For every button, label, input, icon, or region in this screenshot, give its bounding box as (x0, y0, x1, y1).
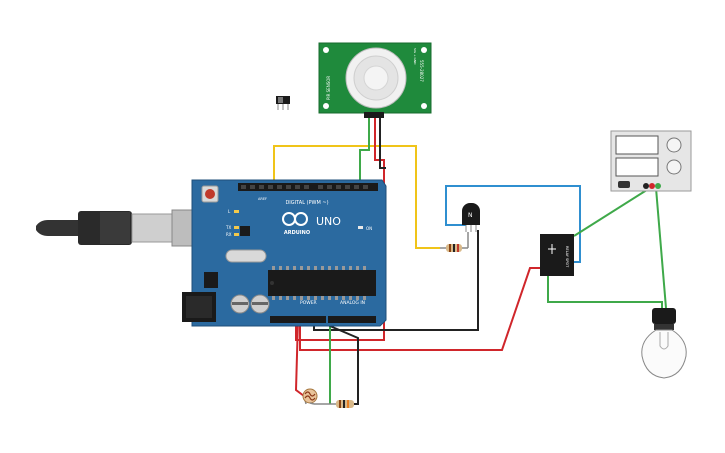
usb-cable-tail (36, 220, 80, 236)
pir-label-right2: SIG + GND (413, 48, 417, 65)
supply-display-1 (615, 135, 659, 155)
led-label-l: L (228, 209, 231, 214)
wire-green-relay-lamp (547, 276, 663, 308)
atmega-chip (268, 270, 376, 296)
relay[interactable]: RELAY SPDT (540, 234, 574, 276)
arduino-model: UNO (316, 215, 341, 228)
voltage-regulator (204, 272, 218, 288)
supply-knob-2[interactable] (666, 159, 682, 175)
supply-terminal-black (643, 183, 649, 189)
wire-red-relay-vcc (299, 267, 542, 351)
wire-yellow-d12 (273, 145, 440, 249)
digital-header-pins (241, 185, 368, 189)
usb-cable-grip (100, 212, 130, 244)
photoresistor[interactable] (302, 388, 336, 405)
usb-plug-metal (131, 213, 173, 243)
aref-label: AREF (258, 197, 267, 201)
wire-green-pir-signal (359, 118, 370, 184)
pir-sensor[interactable]: PIR SENSOR 555-28027 SIG + GND (318, 42, 432, 118)
wire-blue-relay-coil (445, 185, 581, 263)
svg-text:N: N (468, 212, 473, 219)
supply-knob-1[interactable] (666, 137, 682, 153)
wire-black-ldr-resistor (315, 319, 359, 405)
supply-display-2 (615, 157, 659, 177)
analog-header (328, 316, 376, 323)
supply-terminal-red (649, 183, 655, 189)
arduino-uno-board[interactable]: DIGITAL (PWM ~) AREF ARDUINO UNO ON L TX… (182, 179, 387, 327)
wire-green-supply-relay (573, 187, 651, 237)
reset-button-cap[interactable] (205, 189, 215, 199)
power-label: POWER (300, 300, 317, 306)
usb-cable (36, 209, 197, 247)
supply-terminal-green (655, 183, 661, 189)
resistor-ldr[interactable] (336, 400, 354, 408)
power-header (270, 316, 326, 323)
wires (273, 118, 667, 405)
on-label: ON (366, 226, 372, 231)
usb-chip (240, 226, 250, 236)
slide-switch[interactable] (276, 96, 290, 110)
dc-power-supply[interactable] (610, 130, 692, 192)
supply-power-switch[interactable] (618, 181, 630, 188)
arduino-logo: ARDUINO (282, 212, 310, 236)
led-label-rx: RX (226, 232, 232, 237)
digital-label: DIGITAL (PWM ~) (285, 200, 328, 206)
wire-red-ldr (294, 319, 305, 397)
wire-green-supply-lamp (655, 187, 667, 309)
atmega-pins (272, 266, 366, 300)
status-leds: L TX RX (225, 209, 239, 237)
relay-label: RELAY SPDT (565, 246, 569, 268)
pir-pin-header (364, 112, 384, 118)
led-label-tx: TX (225, 225, 231, 230)
arduino-logo-text: ARDUINO (284, 230, 310, 236)
crystal (225, 249, 267, 263)
pir-label-left: PIR SENSOR (326, 76, 331, 100)
light-bulb[interactable] (641, 308, 687, 379)
analog-label: ANALOG IN (340, 300, 365, 306)
pir-label-right: 555-28027 (419, 60, 424, 82)
transistor[interactable]: N (462, 203, 480, 232)
on-led (358, 226, 363, 229)
resistor-transistor-base[interactable] (440, 232, 469, 252)
wire-black-pir-gnd (379, 118, 386, 169)
